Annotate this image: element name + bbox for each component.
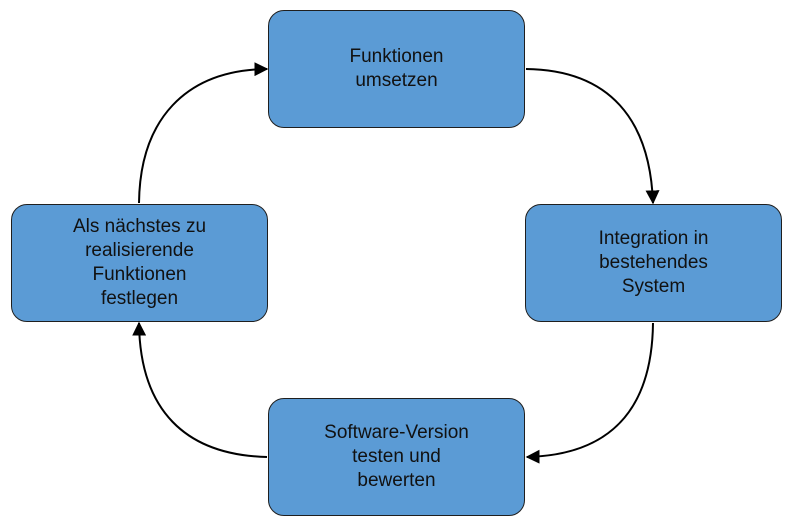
node-right-line-2: bestehendes: [599, 252, 708, 273]
node-bottom-line-1: Software-Version: [324, 422, 469, 443]
node-funktionen-festlegen: Als nächstes zu realisierende Funktionen…: [11, 204, 268, 322]
node-right-line-1: Integration in: [598, 228, 709, 249]
node-left-line-4: festlegen: [100, 288, 179, 309]
node-right-line-3: System: [621, 276, 686, 297]
node-bottom-line-2: testen und: [352, 446, 441, 467]
node-funktionen-umsetzen: Funktionen umsetzen: [268, 10, 525, 128]
node-integration: Integration in bestehendes System: [525, 204, 782, 322]
node-top-line-1: Funktionen: [349, 46, 444, 67]
node-bottom-line-3: bewerten: [357, 470, 436, 491]
arrow-top-to-right: [525, 68, 660, 205]
node-left-line-3: Funktionen: [92, 264, 187, 285]
arrow-bottom-to-left: [132, 321, 268, 458]
node-left-line-1: Als nächstes zu: [72, 216, 207, 237]
node-software-version-testen: Software-Version testen und bewerten: [268, 398, 525, 516]
arrow-right-to-bottom: [525, 322, 654, 464]
node-left-line-2: realisierende: [85, 240, 194, 261]
node-top-line-2: umsetzen: [355, 70, 438, 91]
arrow-left-to-top: [138, 62, 269, 204]
